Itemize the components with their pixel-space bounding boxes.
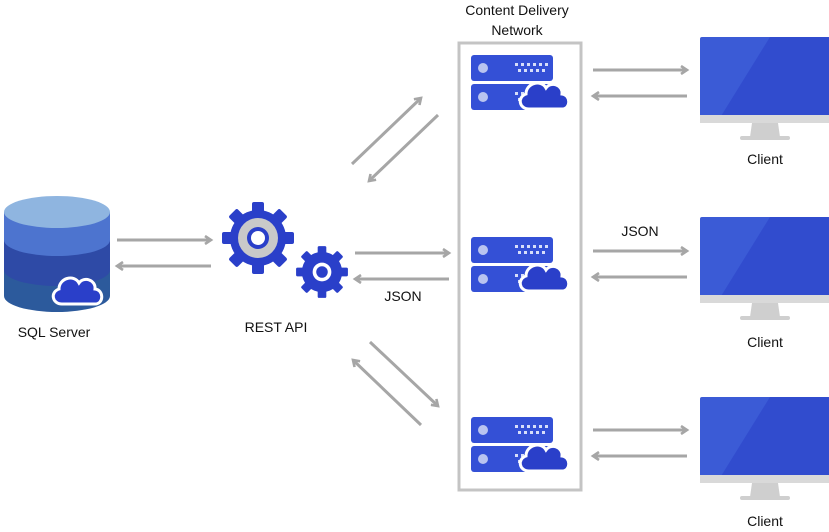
cdn-container <box>457 41 583 492</box>
client-label-mid: Client <box>747 334 783 350</box>
server-cloud-icon <box>471 417 569 472</box>
database-label: SQL Server <box>18 324 91 340</box>
arrow-api-to-cdn-bottom <box>368 340 438 406</box>
arrow-cdn-top-to-api <box>369 113 440 181</box>
server-cloud-icon <box>471 55 569 110</box>
monitor-icon <box>700 217 829 320</box>
json-label-cdn-client: JSON <box>621 223 658 239</box>
api-label: REST API <box>245 319 308 335</box>
database-cloud-icon <box>4 196 110 312</box>
json-label-api-cdn: JSON <box>384 288 421 304</box>
flow-arrows <box>117 70 687 456</box>
client-label-bottom: Client <box>747 513 783 529</box>
arrow-api-to-cdn-top <box>350 98 421 166</box>
arrow-cdn-bottom-to-api <box>353 360 423 427</box>
client-label-top: Client <box>747 151 783 167</box>
monitor-icon <box>700 37 829 140</box>
server-cloud-icon <box>471 237 569 292</box>
cdn-title-line2: Network <box>491 22 543 38</box>
cdn-title-line1: Content Delivery <box>465 2 569 18</box>
gears-icon <box>222 202 348 298</box>
monitor-icon <box>700 397 829 500</box>
